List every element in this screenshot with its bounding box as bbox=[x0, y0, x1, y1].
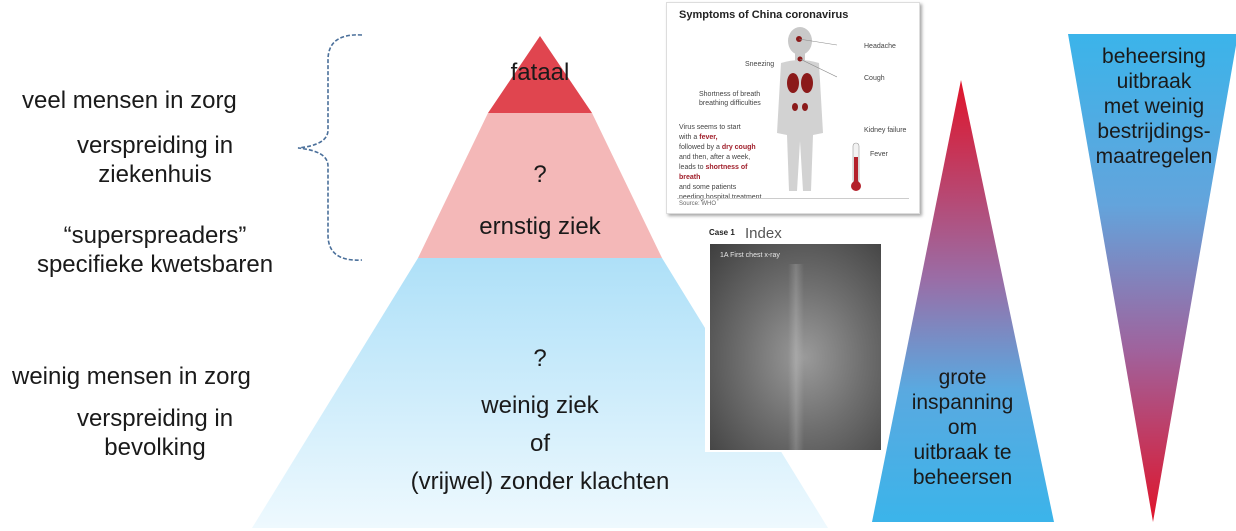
down-text-line-4: bestrijdings- bbox=[1084, 119, 1224, 144]
down-text-line-3: met weinig bbox=[1084, 94, 1224, 119]
label-verspreiding-ziekenhuis-2: ziekenhuis bbox=[30, 160, 280, 189]
thermometer-icon bbox=[849, 141, 863, 193]
pyramid-label-weinig-ziek: weinig ziek bbox=[420, 391, 660, 420]
label-verspreiding-ziekenhuis-1: verspreiding in bbox=[30, 131, 280, 160]
up-text-line-4: uitbraak te bbox=[900, 440, 1025, 465]
xray-caption: 1A First chest x-ray bbox=[720, 252, 780, 259]
symptom-breath-2: breathing difficulties bbox=[699, 100, 761, 107]
up-text-line-5: beheersen bbox=[900, 465, 1025, 490]
xray-title: Index bbox=[745, 225, 782, 242]
label-verspreiding-bevolking-2: bevolking bbox=[30, 433, 280, 462]
pyramid-label-zonder-klachten: (vrijwel) zonder klachten bbox=[360, 467, 720, 496]
pyramid-label-ernstig-ziek: ernstig ziek bbox=[420, 212, 660, 241]
xray-case-label: Case 1 bbox=[709, 228, 735, 237]
desc-line-1: Virus seems to start bbox=[679, 123, 769, 133]
up-text-line-3: om bbox=[900, 415, 1025, 440]
down-text-line-5: maatregelen bbox=[1084, 144, 1224, 169]
symptom-headache: Headache bbox=[864, 43, 896, 50]
xray-spine bbox=[788, 264, 804, 450]
up-text-line-1: grote bbox=[900, 365, 1025, 390]
desc-line-6: and some patients bbox=[679, 183, 769, 193]
human-body-figure bbox=[767, 23, 837, 193]
pyramid-question-middle: ? bbox=[440, 160, 640, 189]
desc-line-2: with a fever, bbox=[679, 133, 769, 143]
label-verspreiding-bevolking-1: verspreiding in bbox=[30, 404, 280, 433]
symptoms-description: Virus seems to start with a fever, follo… bbox=[679, 123, 769, 203]
symptom-sneezing: Sneezing bbox=[745, 61, 774, 68]
pyramid-question-bottom: ? bbox=[440, 344, 640, 373]
pyramid-label-of: of bbox=[440, 429, 640, 458]
xray-image: 1A First chest x-ray bbox=[710, 244, 881, 450]
desc-line-5: leads to shortness of breath bbox=[679, 163, 769, 183]
symptoms-title: Symptoms of China coronavirus bbox=[679, 9, 848, 21]
up-text-line-2: inspanning bbox=[900, 390, 1025, 415]
down-triangle-text: beheersing uitbraak met weinig bestrijdi… bbox=[1084, 44, 1224, 169]
xray-inset: Case 1 Index 1A First chest x-ray bbox=[705, 226, 881, 452]
up-triangle-text: grote inspanning om uitbraak te beheerse… bbox=[900, 365, 1025, 490]
symptom-breath-1: Shortness of breath bbox=[699, 91, 760, 98]
desc-line-4: and then, after a week, bbox=[679, 153, 769, 163]
down-text-line-2: uitbraak bbox=[1084, 69, 1224, 94]
desc-line-3: followed by a dry cough bbox=[679, 143, 769, 153]
pyramid-label-fataal: fataal bbox=[440, 58, 640, 87]
down-text-line-1: beheersing bbox=[1084, 44, 1224, 69]
symptoms-source: Source: WHO bbox=[679, 201, 716, 207]
